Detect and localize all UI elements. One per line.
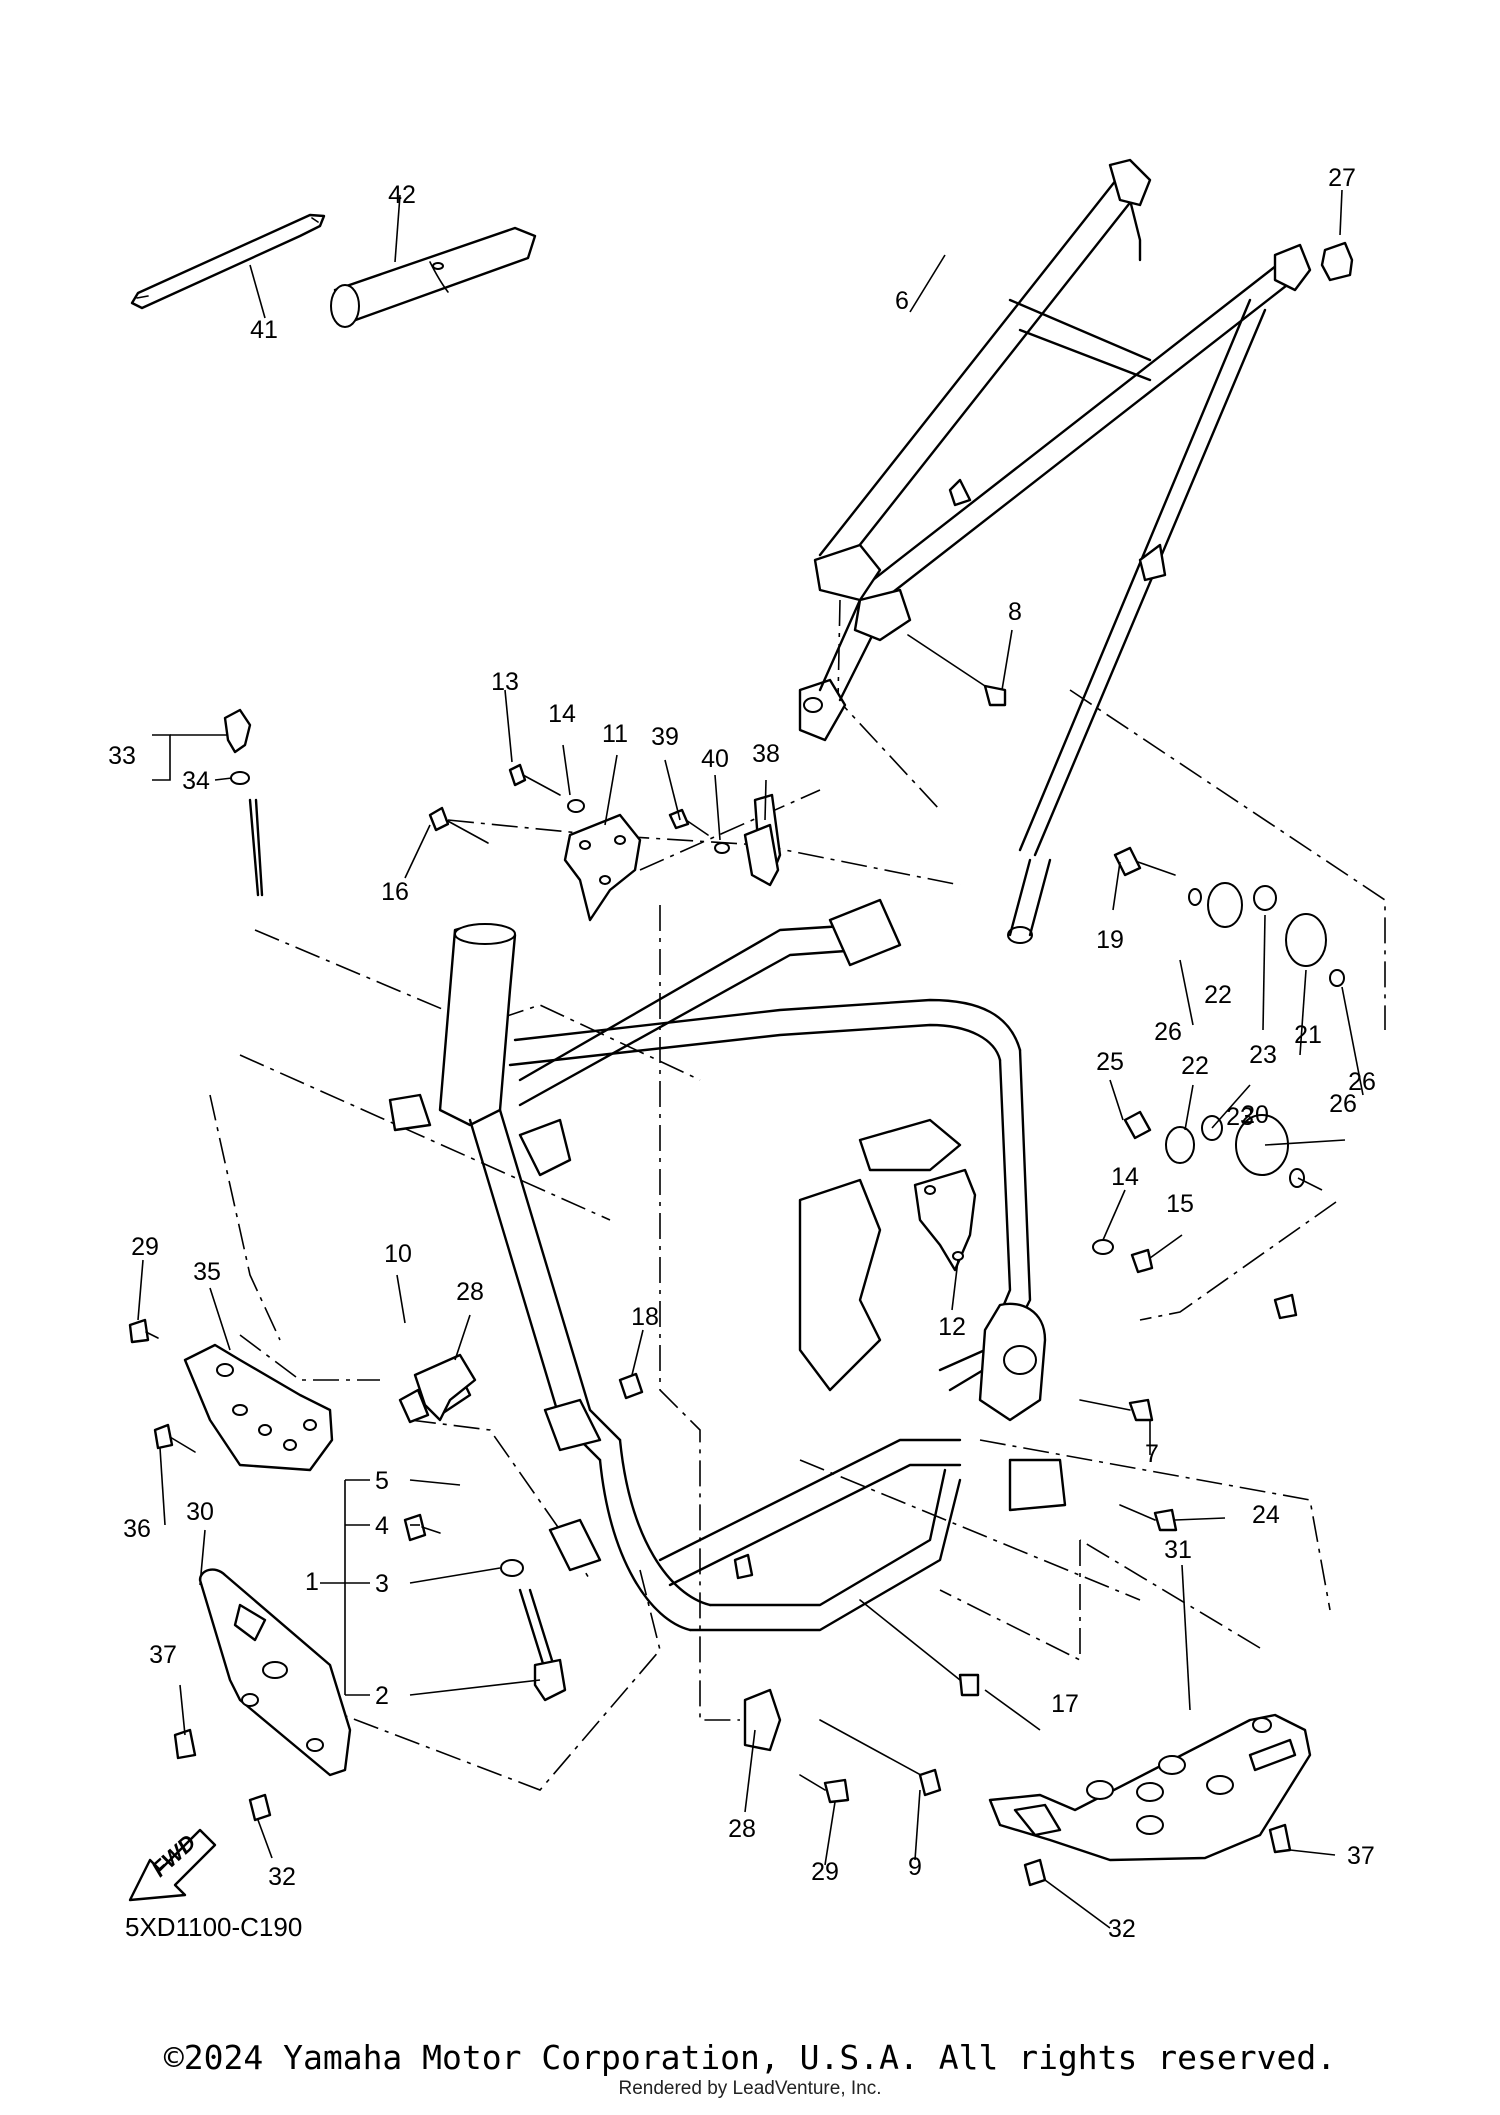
- callout-41: 41: [250, 316, 278, 344]
- assembly-guide-lines: [209, 599, 1386, 1791]
- callout-13: 13: [491, 668, 519, 696]
- callout-35: 35: [193, 1258, 221, 1286]
- engine-bracket-11: [563, 813, 642, 922]
- callout-15: 15: [1166, 1190, 1194, 1218]
- callout-37-left: 37: [149, 1641, 177, 1669]
- tool-wrench-41: [130, 213, 326, 310]
- main-frame: [388, 898, 1067, 1632]
- callout-25: 25: [1096, 1048, 1124, 1076]
- frame-guard-35: [183, 1343, 334, 1472]
- dipstick-33: [223, 708, 264, 897]
- brackets-28-38: [413, 823, 780, 1422]
- copyright-notice: ©2024 Yamaha Motor Corporation, U.S.A. A…: [163, 2038, 1337, 2077]
- callout-29-upper: 29: [131, 1233, 159, 1261]
- callout-28-upper: 28: [456, 1278, 484, 1306]
- callout-33: 33: [108, 742, 136, 770]
- callout-numbers: 1 2 3 4 5 6 7 8 9 10 11 12 13 14 14 15 1…: [108, 164, 1376, 1943]
- engine-bracket-12: [913, 1168, 977, 1272]
- callout-21: 21: [1294, 1021, 1322, 1049]
- callout-28-lower: 28: [728, 1815, 756, 1843]
- callout-22-upper: 22: [1204, 981, 1232, 1009]
- callout-7: 7: [1145, 1440, 1159, 1468]
- callout-5: 5: [375, 1467, 389, 1495]
- callout-23-lower: 23: [1226, 1103, 1254, 1131]
- callout-30: 30: [186, 1498, 214, 1526]
- callout-2: 2: [375, 1682, 389, 1710]
- tool-plug-wrench-42: [330, 226, 537, 328]
- callout-20: 20: [1241, 1101, 1269, 1129]
- callout-14-lower: 14: [1111, 1163, 1139, 1191]
- callout-17: 17: [1051, 1690, 1079, 1718]
- callout-40: 40: [701, 745, 729, 773]
- callout-19: 19: [1096, 926, 1124, 954]
- callout-14-upper: 14: [548, 700, 576, 728]
- callout-24: 24: [1252, 1501, 1280, 1529]
- callout-11: 11: [602, 720, 628, 748]
- callout-32-left: 32: [268, 1863, 296, 1891]
- part-27: [1320, 241, 1354, 282]
- callout-26-b: 26: [1348, 1068, 1376, 1096]
- bolts-hardware: [128, 634, 1345, 1887]
- callout-6: 6: [895, 287, 909, 315]
- callout-16: 16: [381, 878, 409, 906]
- callout-leaders: [137, 189, 1364, 1929]
- callout-3: 3: [375, 1570, 389, 1598]
- callout-32-right: 32: [1108, 1915, 1136, 1943]
- callout-18: 18: [631, 1303, 659, 1331]
- skid-plate-31: [988, 1713, 1312, 1862]
- callout-26-c: 26: [1329, 1090, 1357, 1118]
- callout-8: 8: [1008, 598, 1022, 626]
- fwd-arrow-icon: FWD: [128, 1828, 217, 1902]
- rendered-by-note: Rendered by LeadVenture, Inc.: [618, 2078, 882, 2099]
- callout-27: 27: [1328, 164, 1356, 192]
- callout-36: 36: [123, 1515, 151, 1543]
- callout-39: 39: [651, 723, 679, 751]
- callout-12: 12: [938, 1313, 966, 1341]
- callout-10: 10: [384, 1240, 412, 1268]
- callout-4: 4: [375, 1512, 389, 1540]
- callout-23-upper: 23: [1249, 1041, 1277, 1069]
- callout-9: 9: [908, 1853, 922, 1881]
- diagram-code: 5XD1100-C190: [125, 1912, 302, 1942]
- callout-26-a: 26: [1154, 1018, 1182, 1046]
- callout-37-right: 37: [1347, 1842, 1375, 1870]
- callout-1: 1: [305, 1568, 319, 1596]
- callout-31: 31: [1164, 1536, 1192, 1564]
- callout-34: 34: [182, 767, 210, 795]
- subframe-6: [798, 158, 1312, 944]
- callout-38: 38: [752, 740, 780, 768]
- guard-plate-30: [198, 1568, 352, 1777]
- callout-29-lower: 29: [811, 1858, 839, 1886]
- callout-42: 42: [388, 181, 416, 209]
- callout-22-lower: 22: [1181, 1052, 1209, 1080]
